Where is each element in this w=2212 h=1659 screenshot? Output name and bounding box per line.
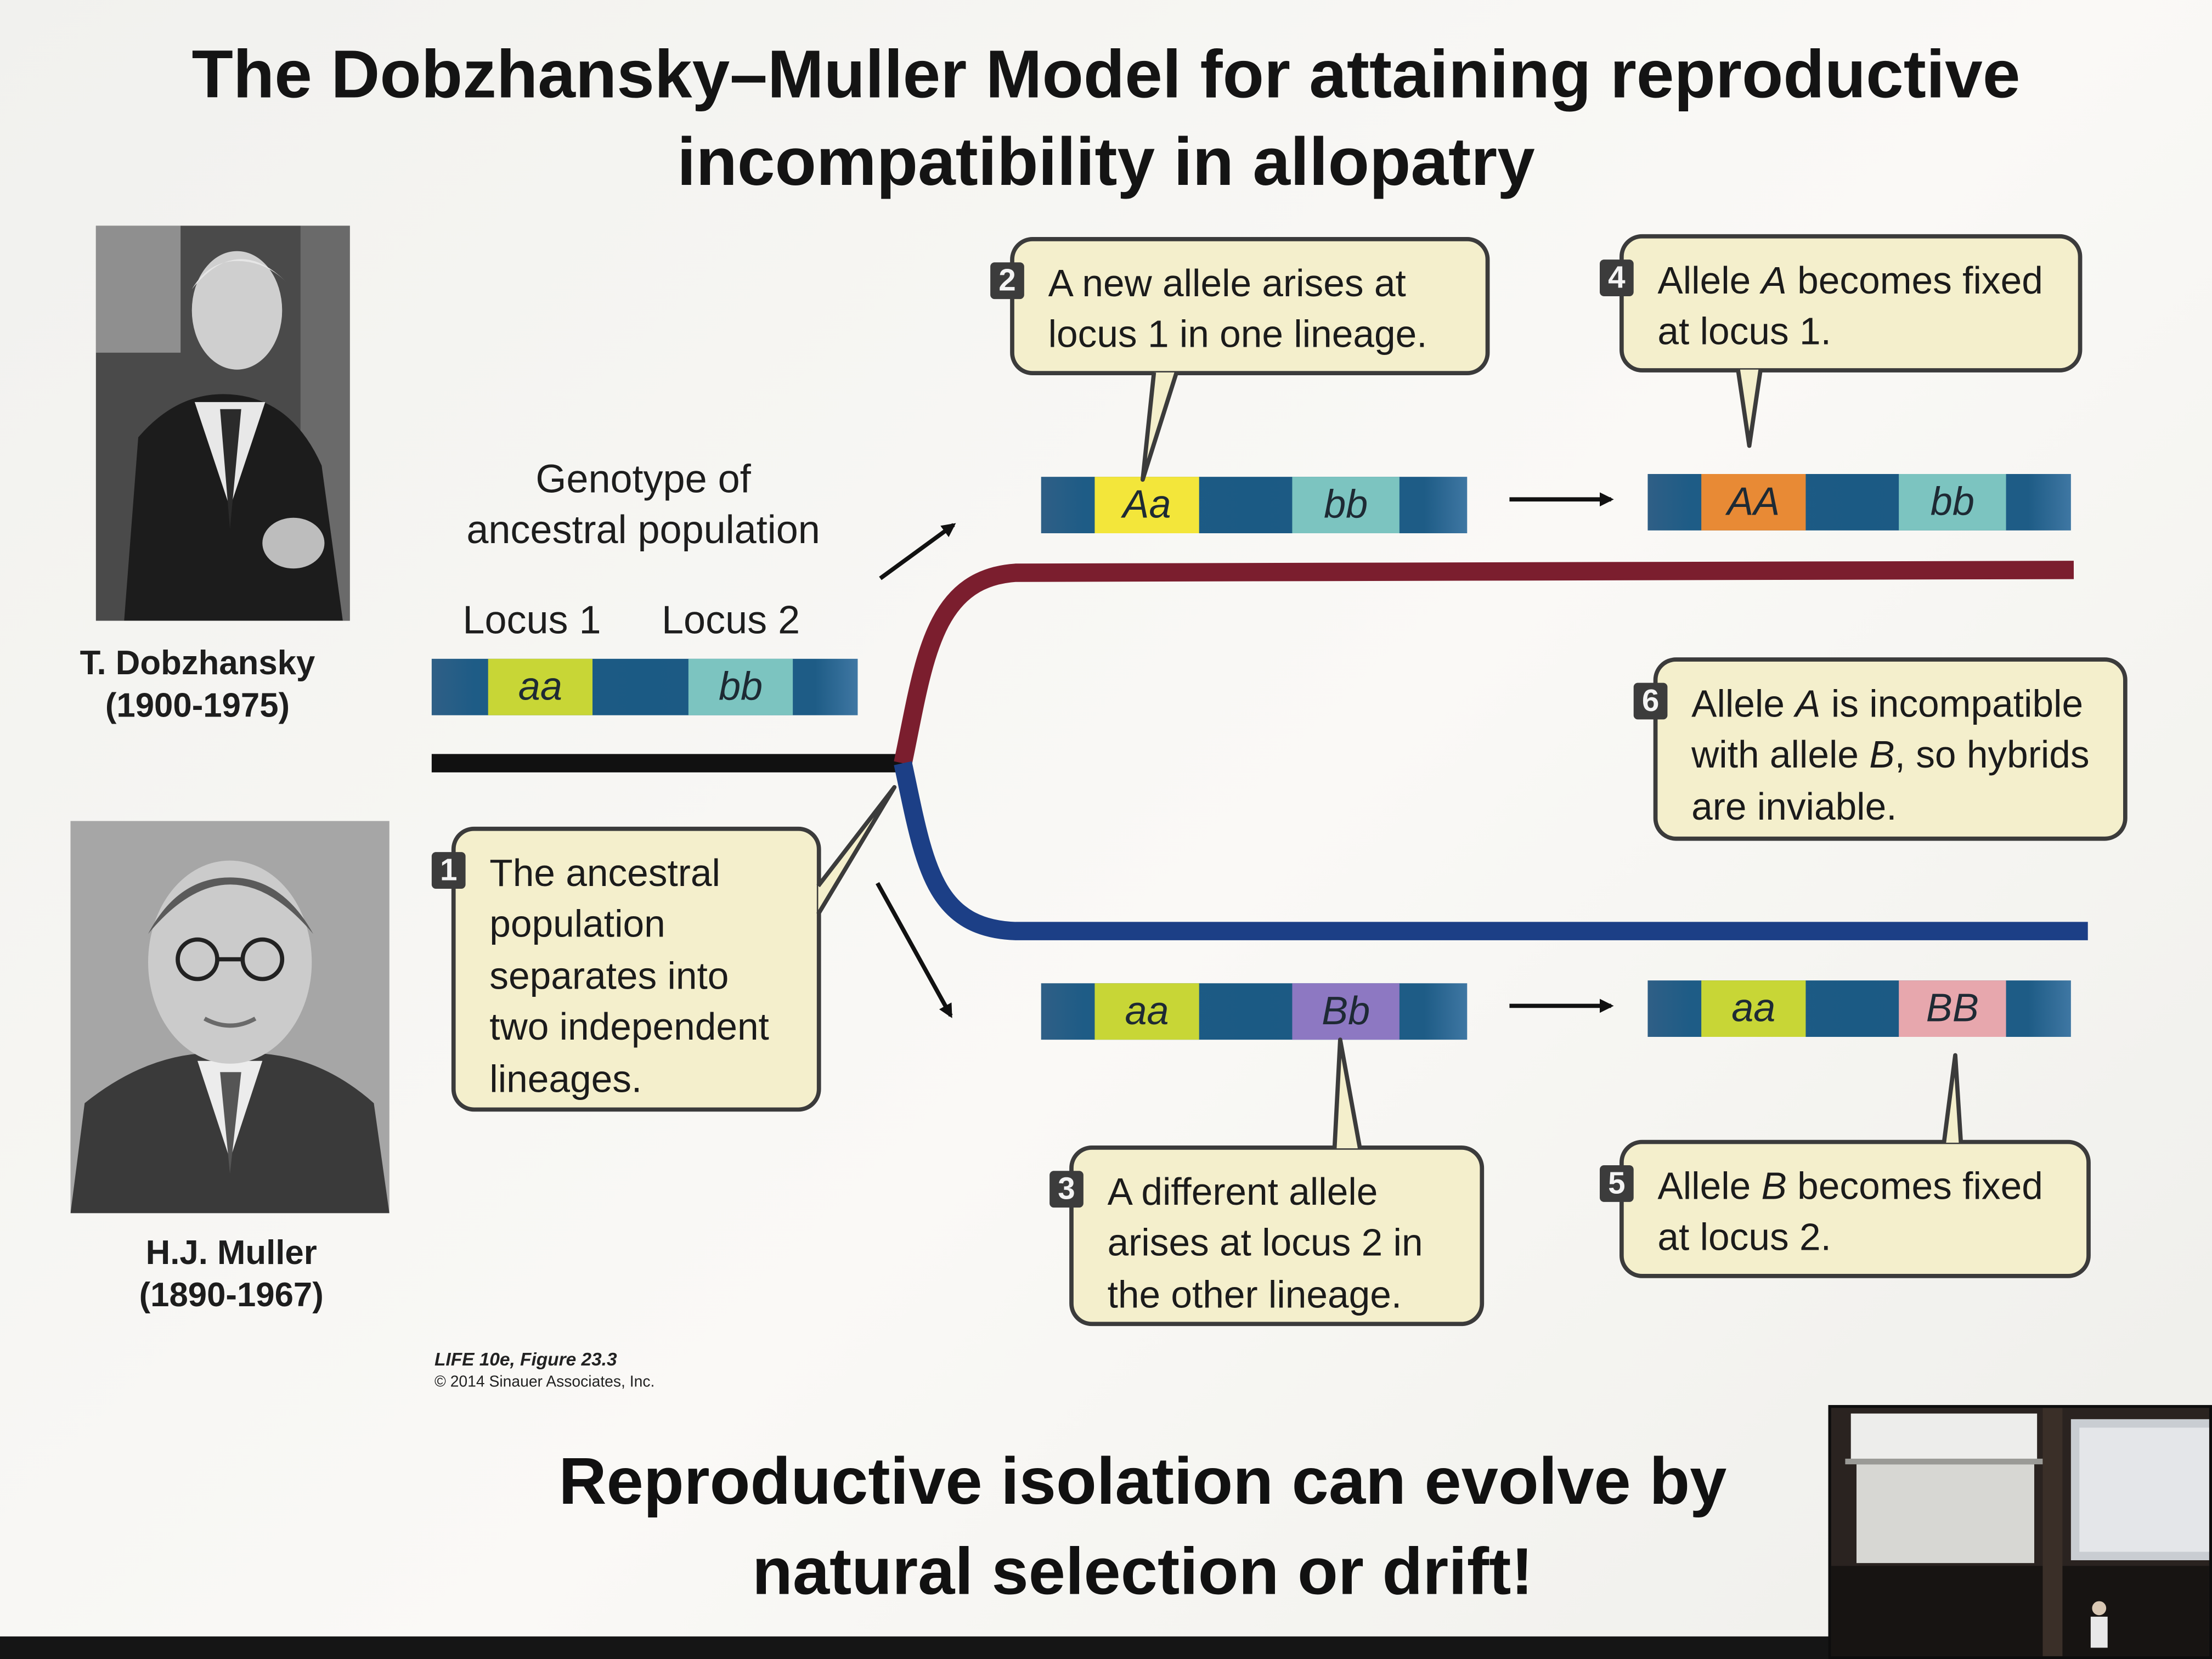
callout-5-line-2: at locus 2. [1657,1216,1831,1259]
muller-photo [70,821,390,1214]
callout-3-line-3: the other lineage. [1107,1273,1402,1316]
callout-4-line-1: Allele A becomes fixed [1657,255,2055,307]
allele-bottom-late-locus-1: aa [1701,980,1806,1037]
callout-1-line-2: population [489,903,665,946]
muller-years: (1890-1967) [139,1277,324,1315]
figure-credit-line-1: LIFE 10e, Figure 23.3 [435,1348,617,1370]
genotype-label-line-2: ancestral population [466,508,820,552]
callout-5-allele: B [1761,1165,1787,1208]
callout-4-text-a: Allele [1657,259,1762,302]
callout-5-text-a: Allele [1657,1165,1762,1208]
callout-3-pointer [1332,1037,1362,1149]
dobzhansky-photo [95,225,350,621]
chromosome-top-late: AA bb [1647,474,2071,531]
allele-top-late-locus-2: bb [1899,474,2006,531]
callout-6-allele-a: A [1795,682,1821,725]
callout-1: The ancestral population separates into … [451,826,821,1112]
callout-5-line-1: Allele B becomes fixed [1657,1161,2064,1212]
slide-title-line-1: The Dobzhansky–Muller Model for attainin… [191,38,2021,113]
callout-6-text-d: , so hybrids [1894,734,2090,777]
allele-bottom-late-locus-2: BB [1899,980,2006,1037]
callout-6-text-a: Allele [1691,682,1796,725]
locus-2-label: Locus 2 [662,598,800,642]
callout-3: A different allele arises at locus 2 in … [1069,1146,1485,1327]
callout-4-number: 4 [1600,259,1634,296]
chromosome-ancestral: aa bb [431,658,858,715]
allele-ancestral-locus-2: bb [688,658,793,715]
callout-3-line-2: arises at locus 2 in [1107,1222,1423,1265]
callout-1-pointer [816,785,897,916]
chromosome-top-early: Aa bb [1041,477,1468,533]
callout-5-text-b: becomes fixed [1786,1165,2043,1208]
callout-1-line-5: lineages. [489,1057,642,1101]
callout-6-number: 6 [1633,682,1668,720]
callout-2-number: 2 [990,262,1024,300]
callout-5-number: 5 [1600,1165,1634,1202]
allele-bottom-early-locus-1: aa [1094,983,1199,1040]
callout-4: Allele A becomes fixed at locus 1. [1620,234,2083,373]
bottom-message-line-1: Reproductive isolation can evolve by [558,1443,1727,1518]
callout-6-line-1: Allele A is incompatible [1691,679,2101,730]
callout-2-line-2: locus 1 in one lineage. [1048,313,1427,357]
callout-2-pointer [1140,371,1179,482]
allele-bottom-early-locus-2: Bb [1292,983,1400,1040]
callout-5-pointer [1942,1053,1963,1143]
callout-4-text-b: becomes fixed [1786,259,2043,302]
dobzhansky-portrait-figure [95,225,350,621]
slide-title-line-2: incompatibility in allopatry [677,125,1535,201]
arrow-to-bottom-lineage [876,882,953,1018]
allele-top-early-locus-1: Aa [1094,477,1199,533]
allele-top-late-locus-1: AA [1701,474,1806,531]
video-inset [1828,1405,2212,1659]
muller-caption: H.J. Muller (1890-1967) [91,1233,373,1317]
callout-1-line-4: two independent [489,1006,769,1049]
chromosome-bottom-early: aa Bb [1041,983,1468,1040]
callout-6-line-2: with allele B, so hybrids [1691,730,2101,782]
figure-credit: LIFE 10e, Figure 23.3 © 2014 Sinauer Ass… [435,1347,654,1393]
dobzhansky-name: T. Dobzhansky [80,645,315,683]
muller-name: H.J. Muller [145,1234,317,1273]
lecture-hall-video [1831,1408,2209,1656]
callout-1-number: 1 [431,852,466,889]
callout-2-line-1: A new allele arises at [1048,262,1406,305]
callout-2: A new allele arises at locus 1 in one li… [1010,237,1490,375]
callout-4-allele: A [1761,259,1787,302]
allele-top-early-locus-2: bb [1292,477,1400,533]
top-lineage-line [894,561,2074,765]
locus-1-label: Locus 1 [462,598,601,642]
callout-6-text-b: is incompatible [1820,682,2084,725]
allele-ancestral-locus-1: aa [488,658,592,715]
figure-credit-line-2: © 2014 Sinauer Associates, Inc. [435,1373,655,1391]
callout-6-text-c: with allele [1691,734,1870,777]
callout-5: Allele B becomes fixed at locus 2. [1620,1139,2091,1278]
callout-3-line-1: A different allele [1107,1171,1378,1214]
callout-6-line-3: are inviable. [1691,785,1897,828]
callout-1-line-3: separates into [489,955,729,997]
genotype-label: Genotype of ancestral population [432,454,855,557]
dobzhansky-years: (1900-1975) [105,687,290,725]
callout-4-line-2: at locus 1. [1657,311,1831,353]
bottom-message-line-2: natural selection or drift! [752,1533,1533,1609]
callout-4-pointer [1736,369,1763,448]
muller-portrait-figure [70,821,390,1214]
genotype-label-line-1: Genotype of [535,457,751,501]
callout-6: Allele A is incompatible with allele B, … [1653,657,2128,841]
callout-1-line-1: The ancestral [489,852,720,895]
arrow-to-top-lineage [879,523,956,580]
callout-6-allele-b: B [1869,734,1895,777]
callout-3-number: 3 [1049,1171,1084,1208]
bottom-lineage-line [894,761,2088,940]
dobzhansky-caption: T. Dobzhansky (1900-1975) [57,644,338,728]
chromosome-bottom-late: aa BB [1647,980,2071,1037]
